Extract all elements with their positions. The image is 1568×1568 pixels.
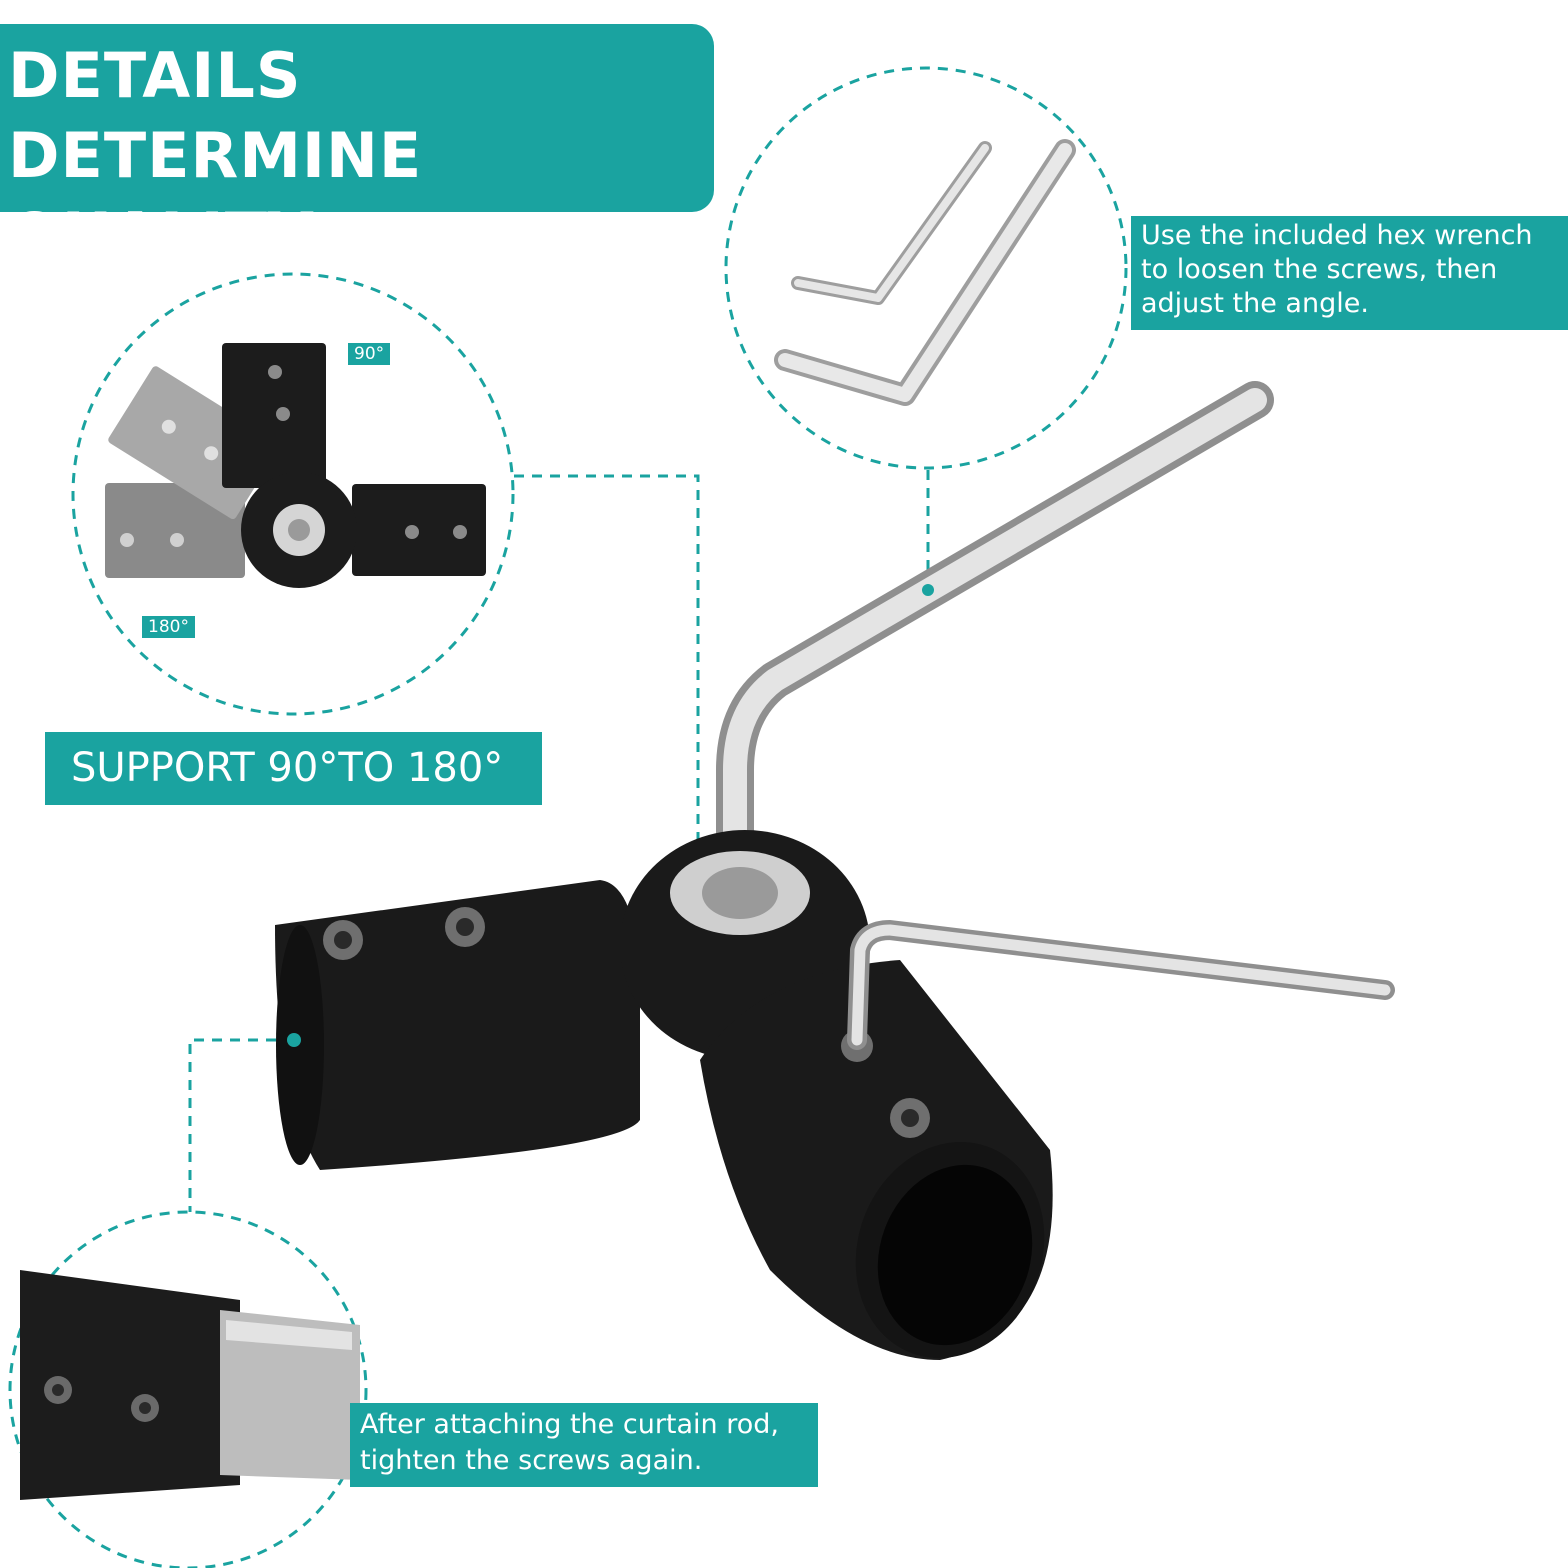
rod-detail-circle (8, 1210, 368, 1568)
leader-line-rod (188, 1038, 294, 1212)
hex-callout-line-3: adjust the angle. (1141, 288, 1369, 319)
curtain-rod-callout: After attaching the curtain rod, tighten… (350, 1403, 818, 1487)
hex-callout-line-1: Use the included hex wrench (1141, 220, 1533, 251)
rod-callout-line-2: tighten the screws again. (360, 1445, 703, 1476)
hex-wrench-detail-circle (724, 66, 1128, 470)
angle-tag-90: 90° (348, 343, 391, 365)
support-angle-callout: SUPPORT 90°TO 180° (45, 732, 542, 805)
angle-tag-180: 180° (142, 616, 195, 638)
leader-line-rotation (514, 474, 700, 850)
title-line-1: DETAILS DETERMINE (8, 39, 423, 192)
swivel-connector-product (275, 381, 1395, 1360)
leader-dot-hex (922, 584, 934, 596)
hex-callout-line-2: to loosen the screws, then (1141, 254, 1498, 285)
rod-closeup (20, 1270, 360, 1500)
title-line-2: QUALITY (8, 199, 314, 272)
hex-wrench-pair-icon (774, 139, 1076, 406)
title-banner (0, 24, 714, 212)
leader-dot-rod (287, 1033, 301, 1047)
rotation-detail-circle (71, 272, 515, 716)
rod-callout-line-1: After attaching the curtain rod, (360, 1409, 780, 1440)
hex-wrench-callout: Use the included hex wrench to loosen th… (1131, 216, 1568, 330)
page-title: DETAILS DETERMINE QUALITY (8, 36, 708, 276)
rotation-diagram (105, 343, 486, 588)
